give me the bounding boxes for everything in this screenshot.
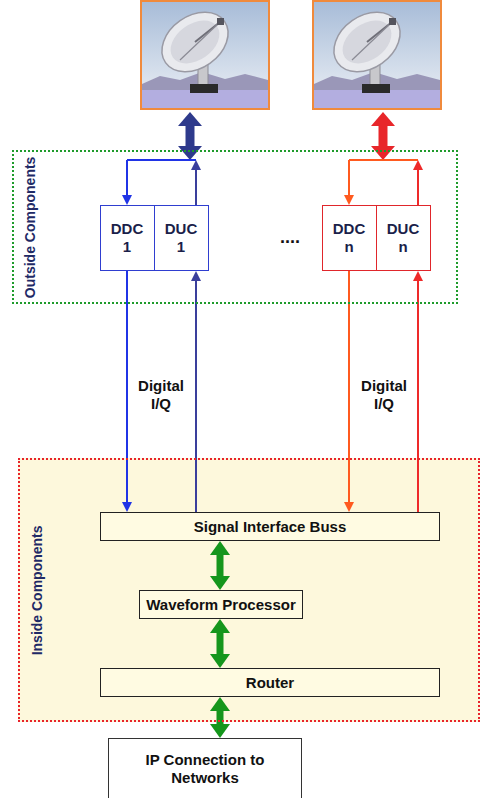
rx-wire bbox=[126, 160, 128, 195]
bus-link-arrow bbox=[217, 555, 224, 576]
bus-link-arrow bbox=[217, 633, 224, 654]
router-box: Router bbox=[100, 668, 440, 697]
satellite-dish-picture bbox=[313, 0, 441, 109]
duc-box: DUC n bbox=[376, 205, 431, 271]
rx-wire bbox=[348, 160, 350, 195]
bus-link-arrow bbox=[217, 711, 224, 724]
box-label: DUC n bbox=[383, 220, 423, 256]
dish-link-arrow bbox=[186, 126, 195, 146]
box-label: DUC 1 bbox=[161, 220, 201, 256]
inside-ground bbox=[18, 458, 480, 722]
outside-group: Outside Components DDC 1 DUC 1 DDC n DUC n bbox=[12, 150, 458, 304]
box-label: Router bbox=[246, 674, 294, 692]
group-heading: Outside Components bbox=[22, 156, 39, 298]
processor-box: Waveform Processor bbox=[139, 590, 304, 619]
box-label: IP Connection to Networks bbox=[130, 751, 280, 787]
iq-signal-arrow bbox=[417, 281, 419, 512]
box-label: DDC 1 bbox=[107, 220, 147, 256]
tx-wire bbox=[195, 170, 197, 205]
box-label: Waveform Processor bbox=[146, 596, 296, 614]
inside-group: Inside Components Signal Interface BussWa… bbox=[18, 458, 480, 722]
signal-name: Digital I/Q bbox=[355, 377, 413, 413]
ddc-box: DDC n bbox=[322, 205, 377, 271]
iq-signal-arrow bbox=[348, 271, 350, 502]
ddc-box: DDC 1 bbox=[100, 205, 155, 271]
tx-wire bbox=[417, 170, 419, 205]
iq-signal-arrow bbox=[195, 281, 197, 512]
box-label: Signal Interface Buss bbox=[194, 518, 347, 536]
bus-box: Signal Interface Buss bbox=[100, 512, 440, 541]
group-heading: Inside Components bbox=[29, 525, 46, 655]
network-box: IP Connection to Networks bbox=[108, 738, 302, 798]
box-label: DDC n bbox=[329, 220, 369, 256]
satellite-dish-picture bbox=[141, 0, 269, 109]
signal-name-holder: Digital I/Q bbox=[132, 377, 190, 413]
signal-name: Digital I/Q bbox=[132, 377, 190, 413]
signal-name-holder: Digital I/Q bbox=[355, 377, 413, 413]
split-wire bbox=[127, 159, 196, 161]
split-wire bbox=[349, 159, 418, 161]
duc-box: DUC 1 bbox=[154, 205, 209, 271]
ellipsis-mark: .... bbox=[280, 227, 300, 249]
dish-link-arrow bbox=[379, 126, 388, 146]
iq-signal-arrow bbox=[126, 271, 128, 502]
ellipsis-mark-holder: .... bbox=[280, 227, 300, 249]
